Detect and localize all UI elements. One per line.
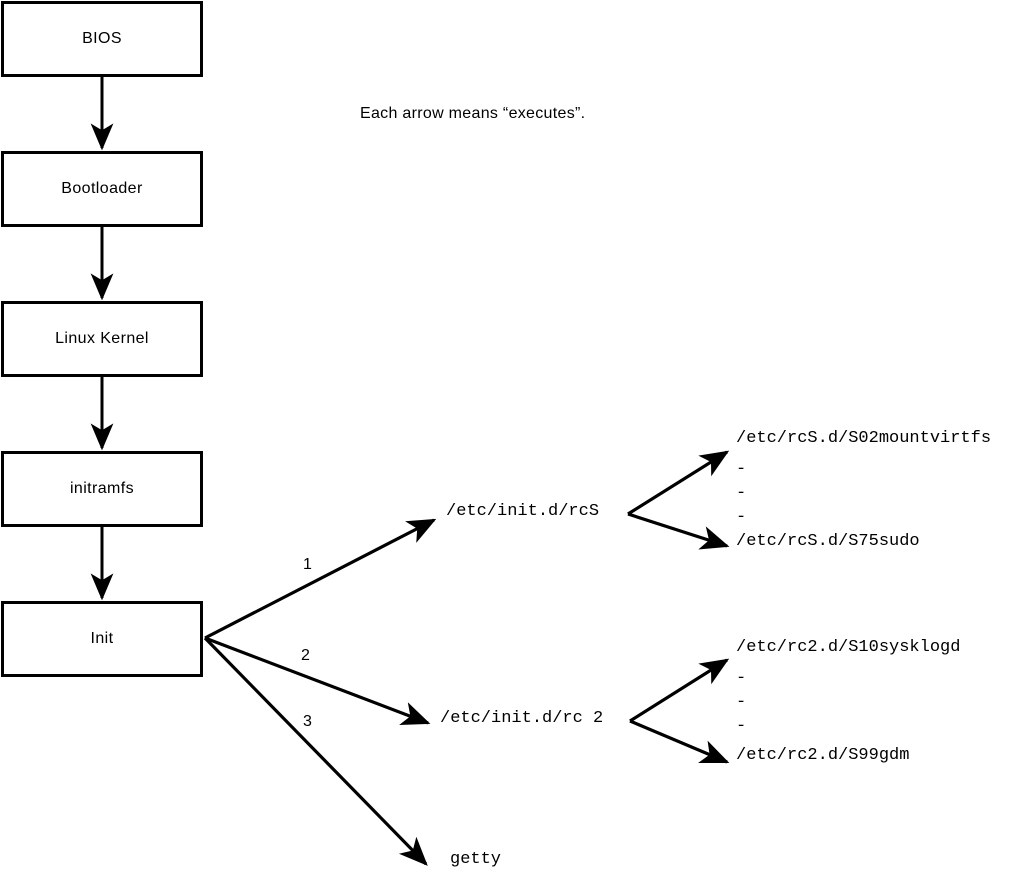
init-branch-arrows bbox=[203, 518, 437, 866]
diagram-caption: Each arrow means “executes”. bbox=[360, 105, 586, 122]
edge-number-2: 2 bbox=[301, 647, 310, 664]
fanout-first-script-label: /etc/rc2.d/S10sysklogd bbox=[736, 638, 961, 657]
node-label: BIOS bbox=[82, 30, 122, 47]
fanout-2-arrow-2 bbox=[629, 719, 730, 764]
vertical-ellipsis-dash: - bbox=[736, 669, 747, 688]
node-label: Linux Kernel bbox=[55, 330, 149, 347]
edge-number-3: 3 bbox=[303, 713, 312, 730]
edge-number-1: 1 bbox=[303, 556, 312, 573]
init-branch-arrow-3 bbox=[203, 636, 428, 866]
branch-target-label-2: /etc/init.d/rc 2 bbox=[440, 709, 604, 728]
node-label: Bootloader bbox=[61, 180, 143, 197]
vertical-ellipsis-dash: - bbox=[736, 508, 747, 527]
node-box-init: Init bbox=[1, 601, 203, 677]
fanout-last-script-label: /etc/rcS.d/S75sudo bbox=[736, 532, 920, 551]
fanout-1-arrow-1 bbox=[627, 450, 730, 516]
fanout-2-arrow-1 bbox=[629, 658, 730, 723]
vertical-ellipsis-dash: - bbox=[736, 484, 747, 503]
branch-target-label-1: /etc/init.d/rcS bbox=[446, 502, 600, 521]
vertical-ellipsis-dash: - bbox=[736, 460, 747, 479]
init-branch-arrow-1 bbox=[204, 518, 437, 640]
vertical-ellipsis-dash: - bbox=[736, 693, 747, 712]
node-box-linux-kernel: Linux Kernel bbox=[1, 301, 203, 377]
script-fanout-arrows bbox=[627, 450, 730, 764]
fanout-1-arrow-2 bbox=[627, 512, 730, 550]
fanout-last-script-label: /etc/rc2.d/S99gdm bbox=[736, 746, 910, 765]
node-box-bootloader: Bootloader bbox=[1, 151, 203, 227]
init-branch-arrow-2 bbox=[204, 636, 431, 726]
branch-target-label-3: getty bbox=[450, 850, 502, 869]
vertical-ellipsis-dash: - bbox=[736, 717, 747, 736]
node-box-bios: BIOS bbox=[1, 1, 203, 77]
node-box-initramfs: initramfs bbox=[1, 451, 203, 527]
node-label: Init bbox=[90, 630, 114, 647]
node-label: initramfs bbox=[69, 480, 135, 497]
fanout-first-script-label: /etc/rcS.d/S02mountvirtfs bbox=[736, 429, 992, 448]
